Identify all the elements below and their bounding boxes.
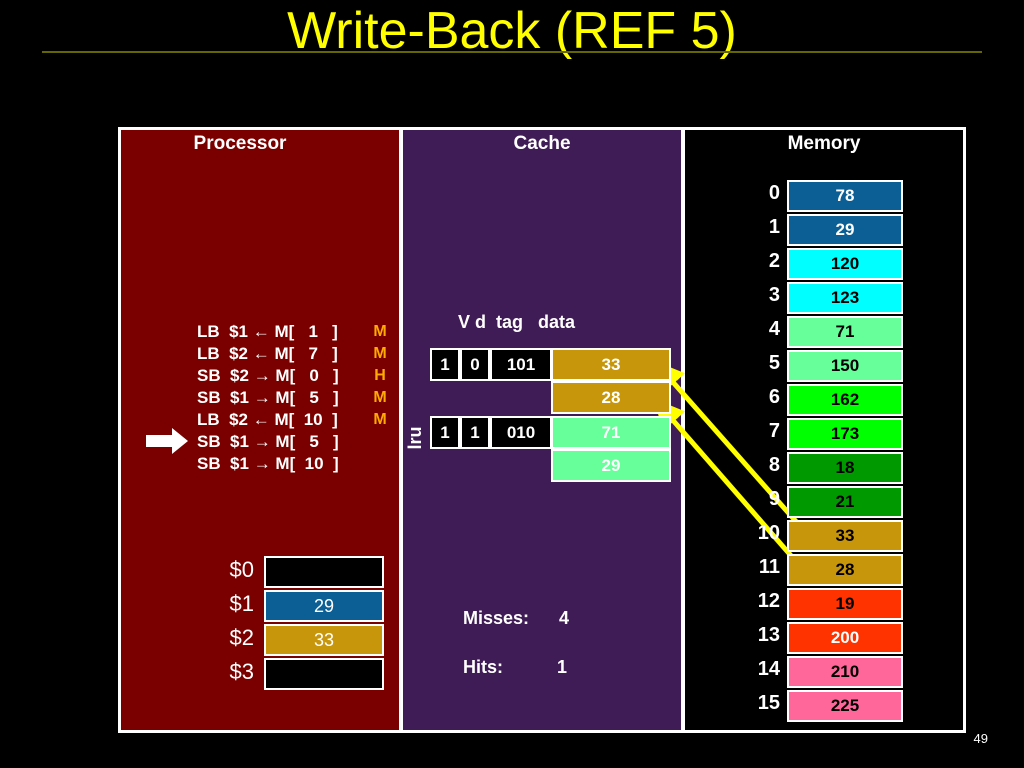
memory-address: 11 — [758, 556, 780, 578]
memory-address: 7 — [768, 420, 780, 442]
instruction-text: SB $2 → M[ 0 ] — [197, 366, 339, 385]
memory-address: 15 — [757, 692, 780, 714]
memory-cell: 19 — [787, 588, 903, 620]
cache-dirty-bit: 1 — [460, 416, 490, 449]
memory-address: 4 — [768, 318, 780, 340]
current-instruction-arrow-icon — [146, 428, 188, 454]
register-value — [264, 658, 384, 690]
memory-address: 9 — [768, 488, 780, 510]
instruction-result: M — [373, 389, 387, 406]
lru-label-wrap: lru — [402, 418, 428, 458]
page-number: 49 — [973, 731, 988, 746]
memory-address: 2 — [768, 250, 780, 272]
memory-cell: 225 — [787, 690, 903, 722]
memory-cell: 33 — [787, 520, 903, 552]
register-name: $2 — [229, 625, 254, 650]
instruction-text: SB $1 → M[ 5 ] — [197, 432, 339, 451]
register-value: 33 — [264, 624, 384, 656]
memory-cell: 210 — [787, 656, 903, 688]
memory-cell: 78 — [787, 180, 903, 212]
memory-cell: 162 — [787, 384, 903, 416]
instruction-text: LB $2 ← M[ 10 ] — [197, 410, 338, 429]
instruction-result: M — [373, 323, 387, 340]
memory-cell: 29 — [787, 214, 903, 246]
memory-address: 0 — [768, 182, 780, 204]
memory-cell: 18 — [787, 452, 903, 484]
cache-data-cell: 71 — [551, 416, 671, 449]
cache-valid-bit: 1 — [430, 348, 460, 381]
memory-cell: 173 — [787, 418, 903, 450]
instruction-text: LB $1 ← M[ 1 ] — [197, 322, 338, 341]
register-value: 29 — [264, 590, 384, 622]
memory-address: 10 — [757, 522, 780, 544]
memory-title: Memory — [787, 133, 861, 154]
memory-cell: 71 — [787, 316, 903, 348]
misses-label: Misses: — [463, 608, 530, 628]
cache-tag: 010 — [490, 416, 552, 449]
register-name: $3 — [229, 659, 254, 684]
memory-cell: 150 — [787, 350, 903, 382]
cache-valid-bit: 1 — [430, 416, 460, 449]
processor-title: Processor — [193, 133, 287, 154]
hits-value: 1 — [557, 657, 568, 677]
cache-title: Cache — [513, 133, 571, 154]
cache-data-cell: 28 — [551, 381, 671, 414]
lru-label: lru — [405, 426, 425, 450]
instruction-text: LB $2 ← M[ 7 ] — [197, 344, 338, 363]
title-divider — [42, 51, 982, 53]
memory-cell: 123 — [787, 282, 903, 314]
cache-header: V d tag data — [458, 312, 576, 332]
instruction-result: M — [373, 345, 387, 362]
instruction-text: SB $1 → M[ 5 ] — [197, 388, 339, 407]
register-value — [264, 556, 384, 588]
misses-value: 4 — [559, 608, 570, 628]
memory-address: 12 — [757, 590, 780, 612]
register-name: $1 — [229, 591, 254, 616]
instruction-result: H — [374, 367, 386, 384]
cache-data-cell: 33 — [551, 348, 671, 381]
memory-address: 14 — [757, 658, 780, 680]
memory-address: 8 — [768, 454, 780, 476]
instruction-result: M — [373, 411, 387, 428]
cache-data-cell: 29 — [551, 449, 671, 482]
memory-cell: 21 — [787, 486, 903, 518]
instruction-text: SB $1 → M[ 10 ] — [197, 454, 339, 473]
cache-tag: 101 — [490, 348, 552, 381]
memory-address: 13 — [757, 624, 780, 646]
cache-dirty-bit: 0 — [460, 348, 490, 381]
memory-address: 1 — [768, 216, 780, 238]
memory-address: 5 — [768, 352, 780, 374]
memory-address: 6 — [768, 386, 780, 408]
memory-cell: 28 — [787, 554, 903, 586]
memory-cell: 200 — [787, 622, 903, 654]
register-name: $0 — [229, 557, 254, 582]
slide-title: Write-Back (REF 5) — [287, 2, 737, 60]
memory-address: 3 — [768, 284, 780, 306]
hits-label: Hits: — [463, 657, 503, 677]
memory-cell: 120 — [787, 248, 903, 280]
